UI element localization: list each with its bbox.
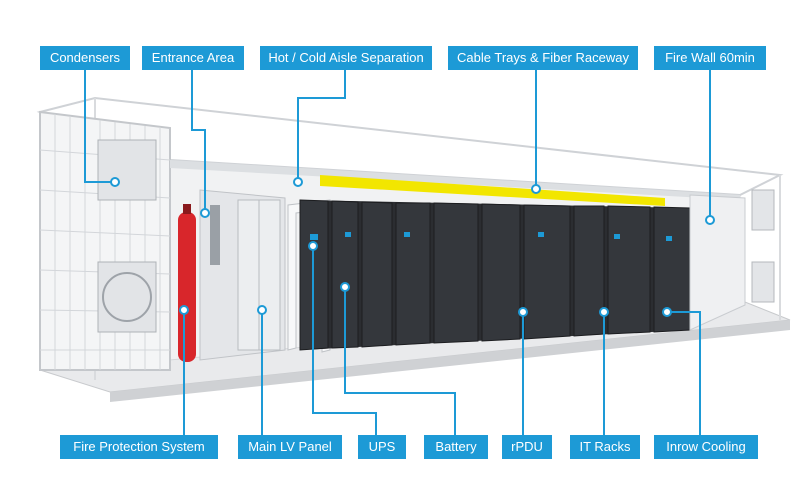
label-rpdu: rPDU <box>502 435 552 459</box>
fire-extinguisher <box>178 212 196 362</box>
label-condensers: Condensers <box>40 46 130 70</box>
label-entrance-area: Entrance Area <box>142 46 244 70</box>
label-aisle-separation: Hot / Cold Aisle Separation <box>260 46 432 70</box>
fire-wall <box>689 194 746 331</box>
container-floor-edge <box>110 320 790 402</box>
label-battery: Battery <box>424 435 488 459</box>
ceiling-trays <box>170 160 740 200</box>
fire-extinguisher-valve <box>183 204 191 214</box>
label-it-racks: IT Racks <box>570 435 640 459</box>
end-unit-bottom <box>751 261 775 303</box>
label-cable-trays: Cable Trays & Fiber Raceway <box>448 46 638 70</box>
label-ups: UPS <box>358 435 406 459</box>
end-unit-top <box>751 189 775 231</box>
label-inrow-cooling: Inrow Cooling <box>654 435 758 459</box>
rack-row <box>299 199 691 351</box>
cable-tray-yellow <box>320 175 665 206</box>
label-fire-wall: Fire Wall 60min <box>654 46 766 70</box>
leader-lines <box>84 70 711 435</box>
condenser-cage <box>39 110 171 371</box>
label-fire-protection: Fire Protection System <box>60 435 218 459</box>
leader-endpoints <box>110 177 715 317</box>
label-main-lv-panel: Main LV Panel <box>238 435 342 459</box>
wall-device <box>210 205 220 265</box>
